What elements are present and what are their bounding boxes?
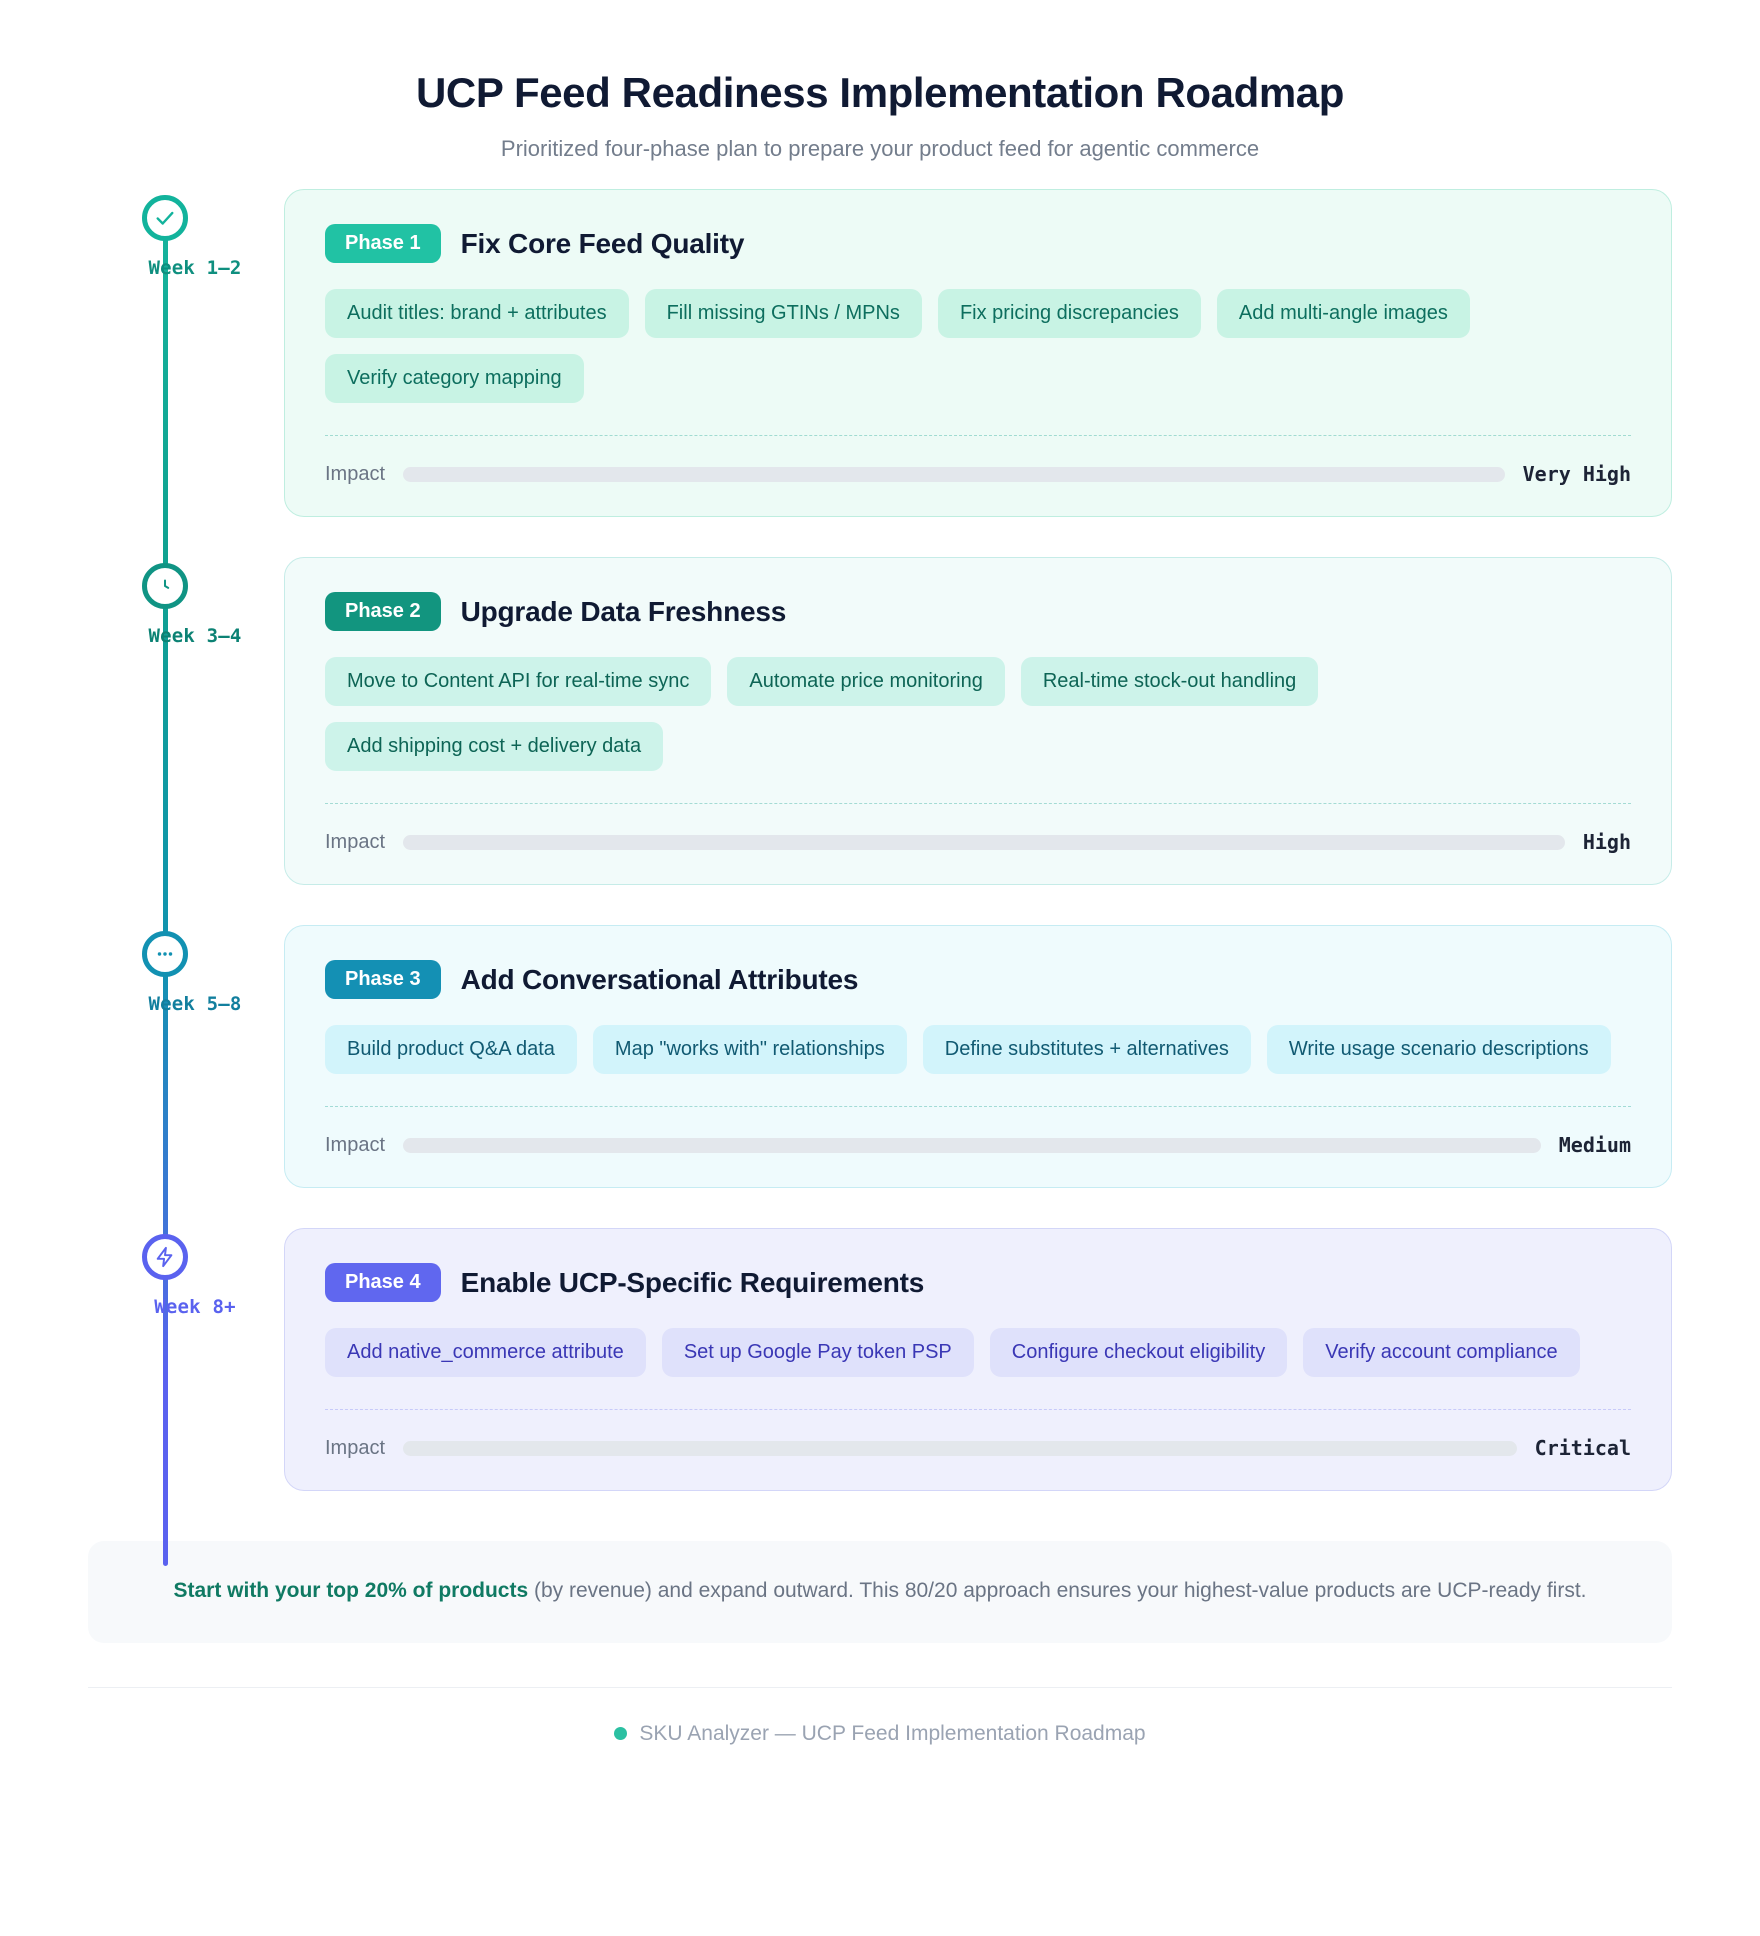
page-header: UCP Feed Readiness Implementation Roadma…	[0, 0, 1760, 163]
task-chip[interactable]: Add shipping cost + delivery data	[325, 722, 664, 772]
footer: SKU Analyzer — UCP Feed Implementation R…	[0, 1722, 1760, 1746]
timeline-marker-column: Week 1–2	[106, 189, 284, 279]
phase-card: Phase 2 Upgrade Data Freshness Move to C…	[284, 557, 1672, 886]
impact-track	[403, 1137, 1541, 1153]
phase-row: Week 8+ Phase 4 Enable UCP-Specific Requ…	[106, 1228, 1672, 1492]
task-chip-list: Build product Q&A data Map "works with" …	[325, 1025, 1631, 1075]
timeline-marker	[142, 1234, 188, 1281]
phase-row: Week 3–4 Phase 2 Upgrade Data Freshness …	[106, 557, 1672, 886]
impact-row: Impact Very High	[325, 462, 1631, 486]
timeline-marker	[142, 195, 188, 242]
phase-title: Enable UCP-Specific Requirements	[460, 1266, 925, 1298]
task-chip[interactable]: Set up Google Pay token PSP	[661, 1328, 974, 1378]
status-dot-icon	[614, 1727, 628, 1741]
task-chip-list: Move to Content API for real-time sync A…	[325, 657, 1631, 772]
phase-title: Upgrade Data Freshness	[460, 595, 787, 627]
impact-row: Impact High	[325, 830, 1631, 854]
phase-badge: Phase 1	[325, 224, 441, 264]
task-chip[interactable]: Add native_commerce attribute	[325, 1328, 646, 1378]
task-chip[interactable]: Write usage scenario descriptions	[1266, 1025, 1611, 1075]
phase-card-header: Phase 4 Enable UCP-Specific Requirements	[325, 1263, 1631, 1303]
timeline-marker	[142, 931, 188, 978]
impact-label: Impact	[325, 830, 386, 853]
week-label: Week 5–8	[148, 993, 242, 1016]
impact-label: Impact	[325, 1436, 386, 1459]
page-title: UCP Feed Readiness Implementation Roadma…	[415, 69, 1345, 116]
card-divider	[325, 1409, 1631, 1411]
week-label: Week 3–4	[148, 625, 242, 648]
ellipsis-icon	[154, 943, 176, 965]
timeline-rail	[163, 221, 168, 1567]
check-icon	[154, 207, 176, 229]
task-chip[interactable]: Build product Q&A data	[325, 1025, 577, 1075]
callout-rest: (by revenue) and expand outward. This 80…	[528, 1579, 1587, 1603]
callout-note: Start with your top 20% of products (by …	[88, 1541, 1672, 1643]
card-divider	[325, 803, 1631, 805]
phase-row: Week 5–8 Phase 3 Add Conversational Attr…	[106, 925, 1672, 1189]
task-chip[interactable]: Fix pricing discrepancies	[937, 289, 1201, 339]
phase-card-header: Phase 1 Fix Core Feed Quality	[325, 224, 1631, 264]
phase-title: Fix Core Feed Quality	[460, 227, 745, 259]
impact-value: Medium	[1558, 1133, 1631, 1158]
task-chip[interactable]: Real-time stock-out handling	[1020, 657, 1319, 707]
timeline: Week 1–2 Phase 1 Fix Core Feed Quality A…	[0, 189, 1760, 1567]
task-chip[interactable]: Audit titles: brand + attributes	[325, 289, 629, 339]
footer-divider	[88, 1686, 1672, 1688]
phase-card: Phase 4 Enable UCP-Specific Requirements…	[284, 1228, 1672, 1492]
impact-row: Impact Critical	[325, 1436, 1631, 1460]
task-chip-list: Add native_commerce attribute Set up Goo…	[325, 1328, 1631, 1378]
impact-label: Impact	[325, 1133, 386, 1156]
card-divider	[325, 1106, 1631, 1108]
phase-card: Phase 3 Add Conversational Attributes Bu…	[284, 925, 1672, 1189]
impact-track	[403, 1440, 1517, 1456]
task-chip[interactable]: Define substitutes + alternatives	[922, 1025, 1251, 1075]
week-label: Week 1–2	[148, 257, 242, 280]
task-chip[interactable]: Move to Content API for real-time sync	[325, 657, 712, 707]
task-chip[interactable]: Fill missing GTINs / MPNs	[644, 289, 922, 339]
task-chip[interactable]: Map "works with" relationships	[592, 1025, 907, 1075]
clock-icon	[154, 575, 176, 597]
phase-card: Phase 1 Fix Core Feed Quality Audit titl…	[284, 189, 1672, 518]
task-chip-list: Audit titles: brand + attributes Fill mi…	[325, 289, 1631, 404]
timeline-marker-column: Week 8+	[106, 1228, 284, 1318]
phase-card-header: Phase 3 Add Conversational Attributes	[325, 960, 1631, 1000]
phase-title: Add Conversational Attributes	[460, 963, 859, 995]
task-chip[interactable]: Add multi-angle images	[1216, 289, 1470, 339]
impact-row: Impact Medium	[325, 1133, 1631, 1157]
callout-strong: Start with your top 20% of products	[173, 1579, 529, 1603]
week-label: Week 8+	[154, 1296, 236, 1319]
lightning-icon	[154, 1246, 176, 1268]
task-chip[interactable]: Verify account compliance	[1303, 1328, 1580, 1378]
task-chip[interactable]: Verify category mapping	[325, 354, 584, 404]
timeline-marker-column: Week 3–4	[106, 557, 284, 647]
page-subtitle: Prioritized four-phase plan to prepare y…	[500, 135, 1260, 161]
phase-card-header: Phase 2 Upgrade Data Freshness	[325, 592, 1631, 632]
impact-value: High	[1582, 830, 1631, 855]
impact-value: Critical	[1534, 1436, 1631, 1461]
phase-badge: Phase 2	[325, 592, 441, 632]
impact-track	[403, 466, 1505, 482]
phase-badge: Phase 4	[325, 1263, 441, 1303]
impact-track	[403, 834, 1565, 850]
phase-badge: Phase 3	[325, 960, 441, 1000]
card-divider	[325, 435, 1631, 437]
impact-label: Impact	[325, 462, 386, 485]
timeline-marker-column: Week 5–8	[106, 925, 284, 1015]
impact-value: Very High	[1522, 462, 1631, 487]
footer-text: SKU Analyzer — UCP Feed Implementation R…	[639, 1721, 1146, 1745]
timeline-marker	[142, 563, 188, 610]
task-chip[interactable]: Configure checkout eligibility	[989, 1328, 1288, 1378]
phase-row: Week 1–2 Phase 1 Fix Core Feed Quality A…	[106, 189, 1672, 518]
task-chip[interactable]: Automate price monitoring	[727, 657, 1005, 707]
